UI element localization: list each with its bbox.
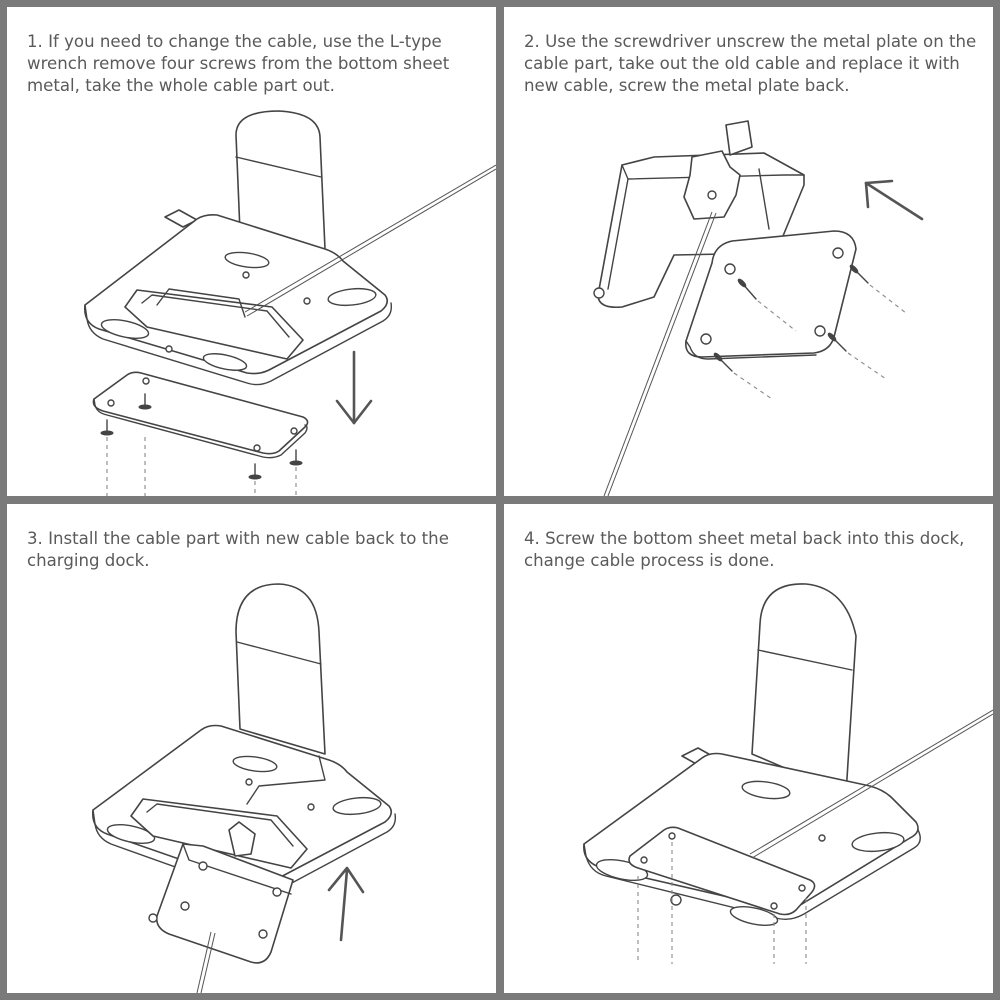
step-2-caption: 2. Use the screwdriver unscrew the metal… bbox=[524, 32, 977, 95]
step-4-illustration bbox=[583, 583, 993, 964]
step-3-panel: 3. Install the cable part with new cable… bbox=[7, 504, 496, 993]
cable-cavity bbox=[124, 289, 304, 360]
cable-part-housing bbox=[597, 152, 805, 309]
step-1-illustration bbox=[83, 110, 496, 496]
step-4-panel: 4. Screw the bottom sheet metal back int… bbox=[504, 504, 993, 993]
cable bbox=[749, 709, 993, 855]
step-4-caption: 4. Screw the bottom sheet metal back int… bbox=[524, 529, 965, 570]
step-3-caption: 3. Install the cable part with new cable… bbox=[27, 529, 449, 570]
dock-upright bbox=[235, 110, 326, 250]
bottom-sheet-metal bbox=[92, 371, 309, 455]
cable-cavity bbox=[130, 798, 308, 869]
step-3-illustration bbox=[91, 583, 397, 993]
bottom-sheet-metal bbox=[628, 826, 816, 916]
up-arrow bbox=[327, 866, 365, 942]
connector-block bbox=[683, 150, 741, 220]
dock-upright bbox=[751, 583, 857, 795]
dock-upright bbox=[235, 583, 326, 755]
step-1-caption: 1. If you need to change the cable, use … bbox=[27, 32, 450, 95]
step-1-panel: 1. If you need to change the cable, use … bbox=[7, 7, 496, 496]
step-2-panel: 2. Use the screwdriver unscrew the metal… bbox=[504, 7, 993, 496]
dock-base bbox=[91, 724, 393, 886]
cable bbox=[244, 164, 496, 313]
dock-base bbox=[83, 214, 389, 375]
screw-icon bbox=[100, 393, 303, 480]
screw-icon bbox=[713, 264, 869, 372]
down-arrow bbox=[335, 350, 373, 425]
cable bbox=[196, 931, 212, 993]
cable bbox=[603, 211, 713, 496]
up-left-arrow bbox=[864, 179, 924, 221]
step-2-illustration bbox=[593, 120, 924, 496]
